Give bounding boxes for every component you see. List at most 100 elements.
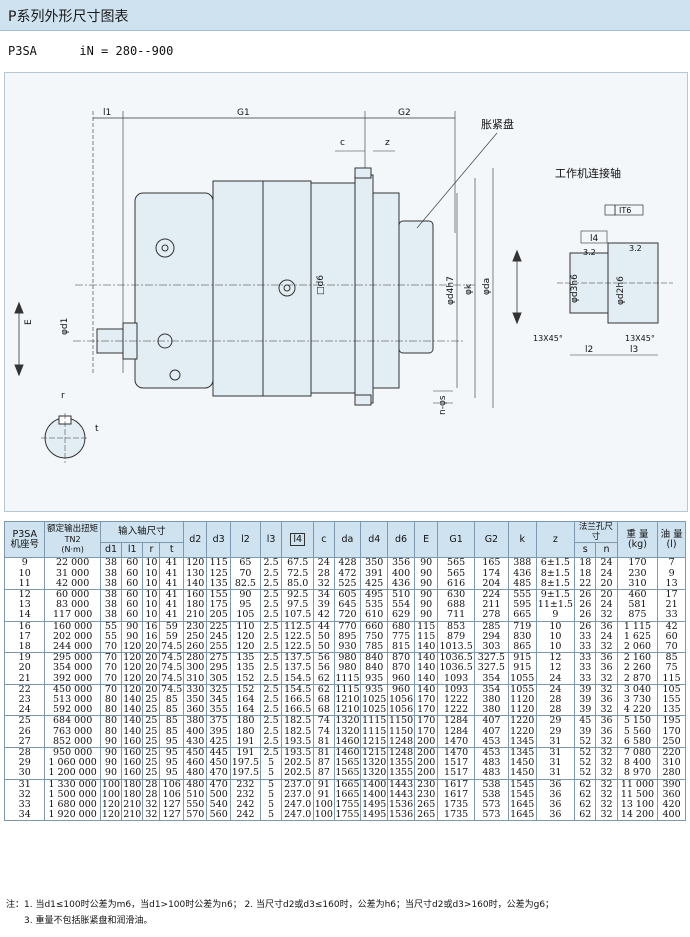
- cell-value: 1093: [444, 683, 469, 695]
- cell-value: 39: [579, 704, 592, 716]
- cell-value: 100: [101, 788, 121, 800]
- cell-value: 36: [549, 788, 562, 800]
- cell-value: 980: [338, 662, 357, 674]
- title-bar: P系列外形尺寸图表: [0, 0, 690, 31]
- th-l4: l4: [281, 520, 315, 559]
- cell-value: 1495: [362, 809, 387, 821]
- cell-value: 122.5: [284, 630, 312, 642]
- cell-value: 60: [126, 557, 139, 569]
- cell-value: 1545: [510, 788, 535, 800]
- cell-value: 18: [579, 567, 592, 579]
- cell-value: 230: [417, 778, 436, 790]
- cell-value: 70: [104, 641, 118, 653]
- cell-value: 1025: [362, 704, 387, 716]
- cell-value: 325: [209, 683, 228, 695]
- cell-value: 70: [104, 662, 118, 674]
- cell-value: 538: [482, 788, 501, 800]
- cell-value: 1517: [444, 757, 469, 769]
- th-da: da: [333, 520, 362, 559]
- cell-value: 407: [482, 725, 501, 737]
- cell-value: 445: [209, 747, 228, 759]
- dim-r: r: [61, 391, 65, 401]
- cell-value: 32: [600, 704, 613, 716]
- cell-value: 1056: [388, 694, 414, 706]
- cell-value: 112.5: [284, 620, 312, 632]
- cell-value: 1470: [444, 747, 469, 759]
- cell-value: 25: [145, 767, 158, 779]
- cell-value: 160: [123, 757, 142, 769]
- outline-drawing: l1 G1 G2 c z □d6 φd1 E: [4, 72, 688, 512]
- cell-value: 41: [165, 567, 178, 579]
- cell-value: 915: [513, 652, 532, 664]
- cell-value: 32: [145, 809, 158, 821]
- cell-value: 12: [549, 652, 562, 664]
- cell-value: 237.0: [284, 778, 312, 790]
- cell-value: 180: [236, 715, 255, 727]
- cell-value: 95: [165, 757, 178, 769]
- cell-value: 436: [513, 567, 532, 579]
- cell-value: 1150: [388, 715, 414, 727]
- cell-value: 28: [18, 747, 31, 759]
- cell-value: 137.5: [284, 662, 312, 674]
- cell-value: 6 580: [623, 735, 652, 747]
- cell-value: 565: [447, 567, 466, 579]
- cell-value: 90: [104, 747, 118, 759]
- cell-value: 1215: [362, 735, 387, 747]
- cell-value: 5: [268, 788, 275, 800]
- cell-value: 294: [482, 630, 501, 642]
- cell-value: 95: [239, 599, 252, 611]
- cell-value: 90: [420, 599, 433, 611]
- cell-value: 483: [482, 757, 501, 769]
- cell-value: 310: [186, 672, 205, 684]
- cell-value: 87: [317, 767, 330, 779]
- cell-value: 210: [123, 799, 142, 811]
- cell-value: 1355: [388, 767, 414, 779]
- cell-value: 59: [165, 630, 178, 642]
- cell-value: 60 000: [56, 589, 90, 601]
- cell-value: 425: [365, 577, 384, 589]
- cell-value: 629: [391, 609, 411, 621]
- cell-value: 1 680 000: [48, 799, 97, 811]
- cell-value: 1220: [510, 725, 535, 737]
- cell-value: 595: [513, 599, 532, 611]
- cell-value: 20: [145, 662, 158, 674]
- cell-value: 28: [317, 567, 330, 579]
- shaft-d2h6: φd2h6: [616, 276, 626, 305]
- cell-value: 610: [365, 609, 384, 621]
- cell-value: 573: [482, 799, 501, 811]
- cell-value: 140: [417, 641, 436, 653]
- cell-value: 74.5: [161, 662, 183, 674]
- cell-value: 24: [600, 599, 613, 611]
- cell-value: 90: [420, 609, 433, 621]
- cell-value: 244 000: [52, 641, 93, 653]
- cell-value: 25: [145, 694, 158, 706]
- cell-value: 285: [482, 620, 501, 632]
- cell-value: 1400: [362, 778, 387, 790]
- cell-value: 295 000: [52, 652, 93, 664]
- cell-value: 95: [165, 767, 178, 779]
- cell-value: 20: [145, 672, 158, 684]
